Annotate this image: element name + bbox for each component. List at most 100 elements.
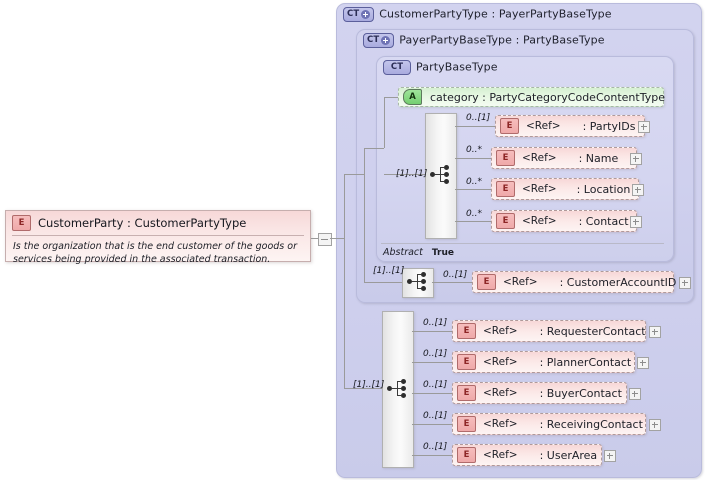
cardinality-payer-party-sequence: [1]..[1] [373,266,405,276]
connector-row-contact [455,221,495,222]
abstract-divider [381,243,664,244]
connector-row-location [455,189,495,190]
ref-label-receiving-contact: <Ref> [483,418,518,430]
node-party-ids[interactable]: E <Ref> : PartyIDs [495,115,645,137]
minus-icon-root-collapse[interactable] [318,233,332,246]
plus-icon-receiving-contact[interactable] [649,419,661,431]
node-label-user-area: : UserArea [539,448,598,462]
e-icon-root-element: E [12,215,31,231]
ref-label-name: <Ref> [522,152,557,164]
cardinality-user-area: 0..[1] [423,442,448,452]
node-buyer-contact[interactable]: E <Ref> : BuyerContact [452,382,627,404]
plus-icon-buyer-contact[interactable] [629,388,641,400]
node-contact[interactable]: E <Ref> : Contact [491,210,637,232]
trunk-payer-party-base-type [344,174,345,238]
ref-label-contact: <Ref> [522,215,557,227]
sequence-icon-party-base-type [430,165,452,184]
ref-label-location: <Ref> [522,183,557,195]
plus-icon-name[interactable] [630,153,642,165]
cardinality-customer-party-sequence: [1]..[1] [353,380,385,390]
abstract-value: True [431,248,454,258]
node-receiving-contact[interactable]: E <Ref> : ReceivingContact [452,413,646,435]
e-icon-location: E [496,181,515,197]
connector-row-customer-account-id [432,282,472,283]
panel-title-payer-party-base-type: CT PayerPartyBaseType : PartyBaseType [363,33,605,48]
plus-icon-customer-account-id[interactable] [679,277,691,289]
e-icon-planner-contact: E [457,354,476,370]
sequence-icon-payer-party-base-type [407,272,429,291]
ref-label-customer-account-id: <Ref> [503,276,538,288]
node-label-party-ids: : PartyIDs [582,119,636,133]
cardinality-buyer-contact: 0..[1] [423,380,448,390]
node-label-buyer-contact: : BuyerContact [539,386,622,400]
plus-icon-planner-contact[interactable] [637,357,649,369]
ref-label-buyer-contact: <Ref> [483,387,518,399]
a-icon-attribute: A [403,89,422,105]
node-customer-account-id[interactable]: E <Ref> : CustomerAccountID [472,271,676,293]
node-location[interactable]: E <Ref> : Location [491,178,639,200]
node-name[interactable]: E <Ref> : Name [491,147,637,169]
ref-label-party-ids: <Ref> [526,120,561,132]
connector-row-planner-contact [412,362,452,363]
e-icon-contact: E [496,213,515,229]
branch-to-payer-party-sequence [364,282,402,283]
e-icon-user-area: E [457,447,476,463]
branch-party-base-level [364,148,384,149]
plus-icon-party-ids[interactable] [638,121,650,133]
ref-label-planner-contact: <Ref> [483,356,518,368]
node-label-requester-contact: : RequesterContact [539,324,646,338]
connector-collapser-to-trunk [330,238,344,239]
trunk-customer-party-type [344,238,345,388]
node-label-contact: : Contact [578,214,629,228]
cardinality-customer-account-id: 0..[1] [443,270,468,280]
trunk-party-base-inner [384,97,385,148]
root-element-header: E CustomerParty : CustomerPartyType [6,211,310,235]
trunk-party-base-type [364,148,365,174]
attribute-category[interactable]: A category : PartyCategoryCodeContentTyp… [398,87,665,107]
cardinality-name: 0..* [466,145,482,155]
e-icon-requester-contact: E [457,323,476,339]
cardinality-location: 0..* [466,177,482,187]
root-element-documentation: Is the organization that is the end cust… [13,241,297,265]
connector-row-receiving-contact [412,424,452,425]
ct-plus-icon-customer-party-type: CT [343,7,375,22]
branch-payer-level [344,174,364,175]
e-icon-receiving-contact: E [457,416,476,432]
abstract-row: Abstract True [383,247,454,258]
e-icon-party-ids: E [500,118,519,134]
e-icon-buyer-contact: E [457,385,476,401]
panel-label-payer-party-base-type: PayerPartyBaseType : PartyBaseType [399,33,605,47]
connector-row-party-ids [455,126,495,127]
connector-row-name [455,158,495,159]
abstract-key: Abstract [383,247,423,258]
node-requester-contact[interactable]: E <Ref> : RequesterContact [452,320,646,342]
branch-to-customer-party-sequence [344,388,382,389]
connector-root-to-collapser [311,238,318,239]
sequence-icon-customer-party-type [387,379,409,398]
connector-row-user-area [412,455,452,456]
trunk-payer-inner [364,174,365,282]
plus-icon-requester-contact[interactable] [649,326,661,338]
root-element-card[interactable]: E CustomerParty : CustomerPartyType Is t… [5,210,311,265]
cardinality-contact: 0..* [466,209,482,219]
attribute-label: category : PartyCategoryCodeContentType [430,90,665,104]
ct-plus-icon-payer-party-base-type: CT [363,33,395,48]
plus-icon-contact[interactable] [630,216,642,228]
plus-icon-location[interactable] [632,184,644,196]
root-element-divider [12,235,304,236]
panel-label-customer-party-type: CustomerPartyType : PayerPartyBaseType [379,7,612,21]
branch-to-attribute [384,97,398,98]
node-user-area[interactable]: E <Ref> : UserArea [452,444,602,466]
cardinality-party-ids: 0..[1] [466,113,491,123]
node-label-receiving-contact: : ReceivingContact [539,417,643,431]
panel-label-party-base-type: PartyBaseType [416,60,498,74]
cardinality-requester-contact: 0..[1] [423,318,448,328]
e-icon-name: E [496,150,515,166]
cardinality-planner-contact: 0..[1] [423,349,448,359]
plus-icon-user-area[interactable] [604,450,616,462]
connector-row-buyer-contact [412,393,452,394]
node-planner-contact[interactable]: E <Ref> : PlannerContact [452,351,635,373]
ref-label-user-area: <Ref> [483,449,518,461]
